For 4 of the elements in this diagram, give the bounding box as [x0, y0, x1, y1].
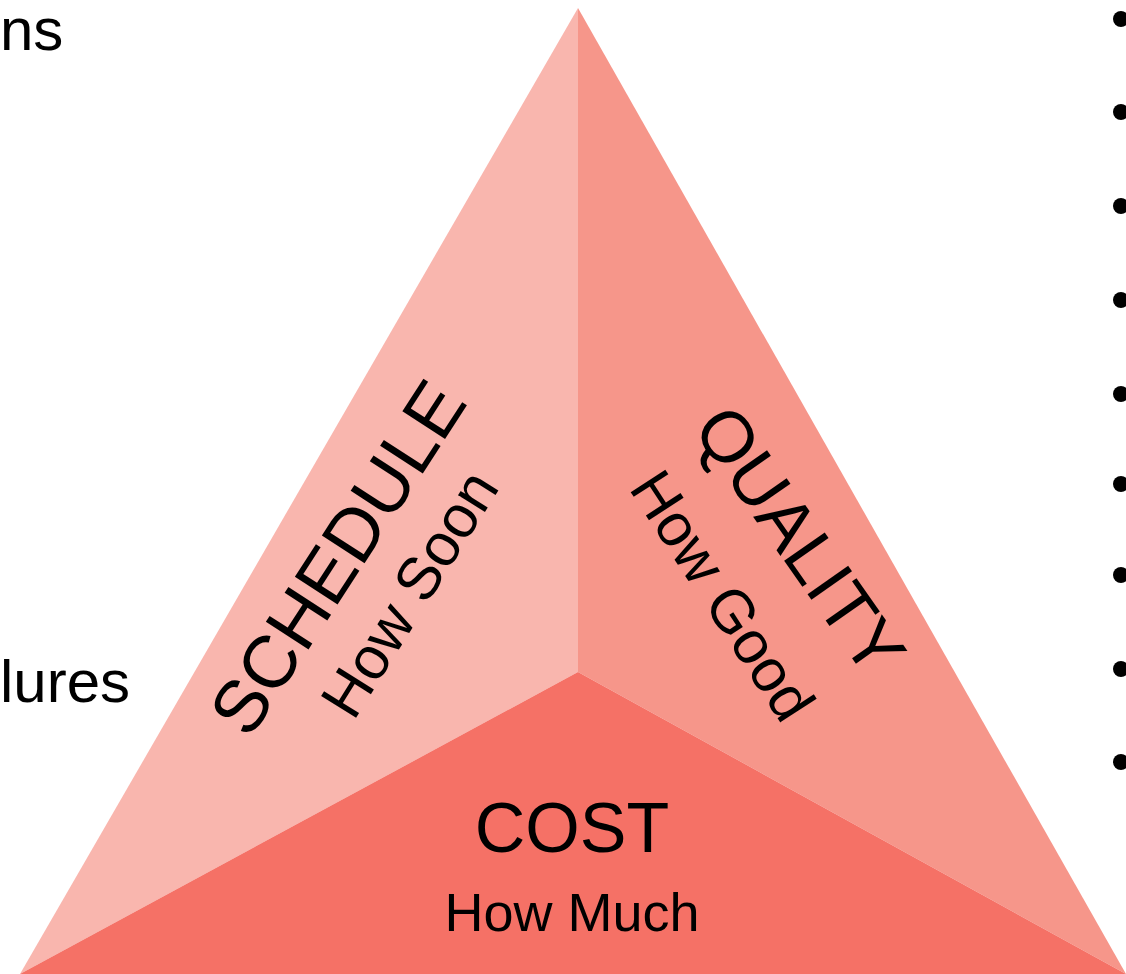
face-subtitle: How Much	[444, 885, 700, 939]
face-title: COST	[474, 793, 670, 863]
text-fragment: lures	[0, 647, 131, 717]
text-fragment: ns	[0, 0, 64, 65]
